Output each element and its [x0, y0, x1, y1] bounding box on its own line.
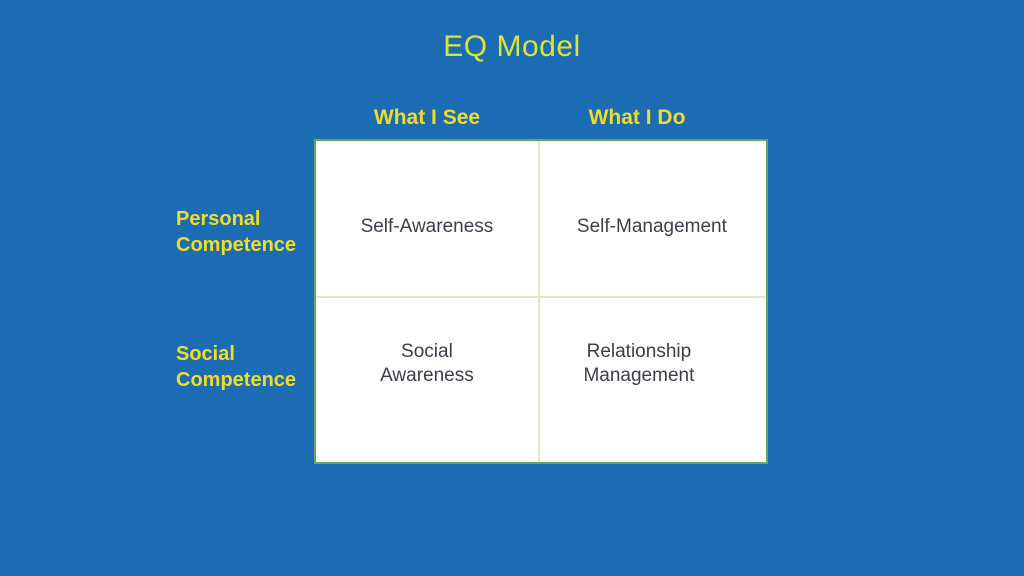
row-label-personal-competence: Personal Competence: [176, 208, 297, 256]
matrix-vertical-divider: [537, 141, 540, 462]
column-header-what-i-see: What I See: [373, 106, 481, 129]
row-label-social-competence: Social Competence: [176, 343, 297, 391]
matrix-horizontal-divider: [316, 295, 766, 298]
quadrant-relationship-management: Relationship Management: [583, 341, 695, 387]
quadrant-self-management: Self-Management: [576, 216, 727, 238]
quadrant-self-awareness: Self-Awareness: [360, 216, 494, 238]
diagram-title: EQ Model: [443, 30, 581, 63]
eq-matrix-grid: Self-Awareness Self-Management Social Aw…: [314, 139, 768, 464]
column-header-what-i-do: What I Do: [588, 106, 686, 129]
quadrant-social-awareness: Social Awareness: [380, 341, 474, 387]
